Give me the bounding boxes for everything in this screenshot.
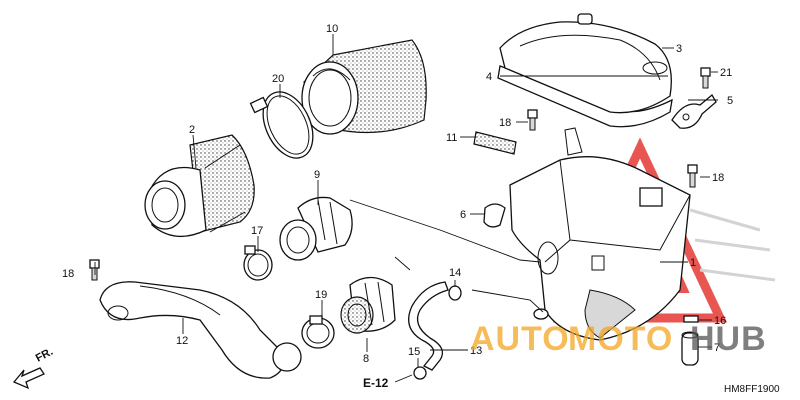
callout-2: 2 — [189, 124, 195, 136]
part-18-bolt-a — [89, 259, 100, 281]
part-15-clip — [413, 366, 427, 380]
part-14-clip — [448, 285, 462, 301]
watermark-text: AUTO MOTO HUB — [470, 320, 767, 358]
callout-4: 4 — [486, 71, 492, 83]
reference-e12: E-12 — [363, 376, 389, 390]
callout-1: 1 — [690, 257, 696, 269]
part-16-drain-plug — [683, 315, 699, 323]
front-direction-label: FR. — [34, 346, 55, 365]
callout-21: 21 — [720, 67, 732, 79]
part-6-clip — [483, 203, 506, 228]
callout-12: 12 — [176, 335, 188, 347]
watermark-moto: MOTO — [568, 320, 673, 358]
callout-15: 15 — [408, 346, 420, 358]
front-direction-arrow-icon — [12, 367, 45, 390]
callout-18-middle: 18 — [499, 117, 511, 129]
part-13-breather-hose — [408, 281, 449, 371]
part-20-band — [249, 91, 314, 159]
part-18-bolt-b — [527, 109, 538, 131]
part-18-bolt-c — [687, 164, 698, 188]
watermark-auto: AUTO — [470, 320, 570, 358]
callout-13: 13 — [470, 345, 482, 357]
part-5-bracket — [671, 94, 717, 129]
callout-20: 20 — [272, 73, 284, 85]
callout-11: 11 — [446, 132, 457, 144]
callout-14: 14 — [449, 267, 461, 279]
part-9-connecting-tube — [279, 196, 353, 261]
callout-17: 17 — [251, 225, 263, 237]
callout-6: 6 — [460, 209, 466, 221]
part-2-filter-housing — [144, 134, 255, 237]
callout-8: 8 — [363, 353, 369, 365]
part-21-bolt — [700, 67, 711, 89]
part-8-boot — [340, 276, 396, 334]
callout-9: 9 — [314, 169, 320, 181]
callout-18-left: 18 — [62, 268, 74, 280]
leader-lines — [94, 34, 718, 383]
part-3-air-cleaner-cover — [499, 13, 672, 114]
watermark-hub: HUB — [690, 320, 767, 358]
callout-7: 7 — [714, 342, 720, 354]
callout-18-right: 18 — [712, 172, 724, 184]
callout-3: 3 — [676, 43, 682, 55]
callout-19: 19 — [315, 289, 327, 301]
callout-16: 16 — [714, 315, 726, 327]
diagram-code: HM8FF1900 — [724, 384, 780, 395]
part-19-clamp — [301, 315, 335, 349]
part-10-air-filter-element — [301, 39, 427, 135]
callout-10: 10 — [326, 23, 338, 35]
part-11-foam-pad — [473, 131, 517, 155]
part-1-air-cleaner-case — [509, 127, 691, 341]
callout-5: 5 — [727, 95, 733, 107]
part-12-intake-duct — [99, 281, 302, 379]
part-7-drain-tube — [681, 331, 699, 366]
